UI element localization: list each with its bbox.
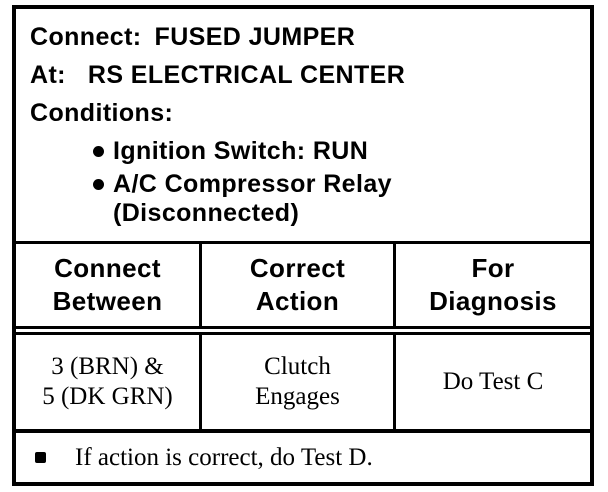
at-label: At: — [30, 61, 66, 89]
table-header-row: Connect Between Correct Action For Diagn… — [16, 241, 590, 326]
condition-text: Ignition Switch: RUN — [113, 136, 369, 165]
footnote-row: If action is correct, do Test D. — [16, 433, 590, 482]
header-for-diagnosis: For Diagnosis — [396, 244, 590, 326]
cell-line: Engages — [255, 383, 340, 410]
header-line: Connect — [54, 253, 161, 283]
condition-text: A/C Compressor Relay — [113, 169, 392, 198]
table-row: 3 (BRN) & 5 (DK GRN) Clutch Engages Do T… — [16, 335, 590, 433]
condition-item-ignition: Ignition Switch: RUN — [93, 136, 590, 165]
condition-text-continuation: (Disconnected) — [113, 199, 300, 227]
header-connect-between: Connect Between — [16, 244, 202, 326]
setup-section: Connect: FUSED JUMPER At: RS ELECTRICAL CE… — [16, 9, 590, 241]
connect-line: Connect: FUSED JUMPER — [30, 24, 590, 50]
bullet-square-icon — [35, 452, 46, 463]
bullet-circle-icon — [93, 145, 104, 157]
connect-value: FUSED JUMPER — [154, 23, 356, 51]
at-value: RS ELECTRICAL CENTER — [87, 61, 406, 89]
diagnostic-test-chart: Connect: FUSED JUMPER At: RS ELECTRICAL CE… — [12, 5, 594, 486]
header-correct-action: Correct Action — [202, 244, 396, 326]
condition-item-compressor-relay: A/C Compressor Relay — [93, 169, 590, 198]
header-line: Correct — [249, 253, 346, 283]
cell-correct-action: Clutch Engages — [202, 335, 396, 429]
footnote-text: If action is correct, do Test D. — [75, 443, 373, 471]
at-line: At: RS ELECTRICAL CENTER — [30, 62, 590, 88]
conditions-heading: Conditions: — [30, 99, 174, 127]
header-line: Diagnosis — [429, 286, 557, 316]
header-line: Action — [255, 286, 340, 316]
connect-label: Connect: — [30, 23, 142, 51]
bullet-circle-icon — [93, 178, 104, 190]
header-line: Between — [52, 286, 163, 316]
cell-connect-between: 3 (BRN) & 5 (DK GRN) — [16, 335, 202, 429]
cell-line: Clutch — [264, 353, 331, 380]
double-rule-divider — [16, 326, 590, 335]
cell-for-diagnosis: Do Test C — [396, 335, 590, 429]
cell-line: 5 (DK GRN) — [42, 383, 173, 410]
header-line: For — [471, 253, 515, 283]
cell-line: Do Test C — [442, 368, 544, 395]
cell-line: 3 (BRN) & — [51, 353, 164, 380]
